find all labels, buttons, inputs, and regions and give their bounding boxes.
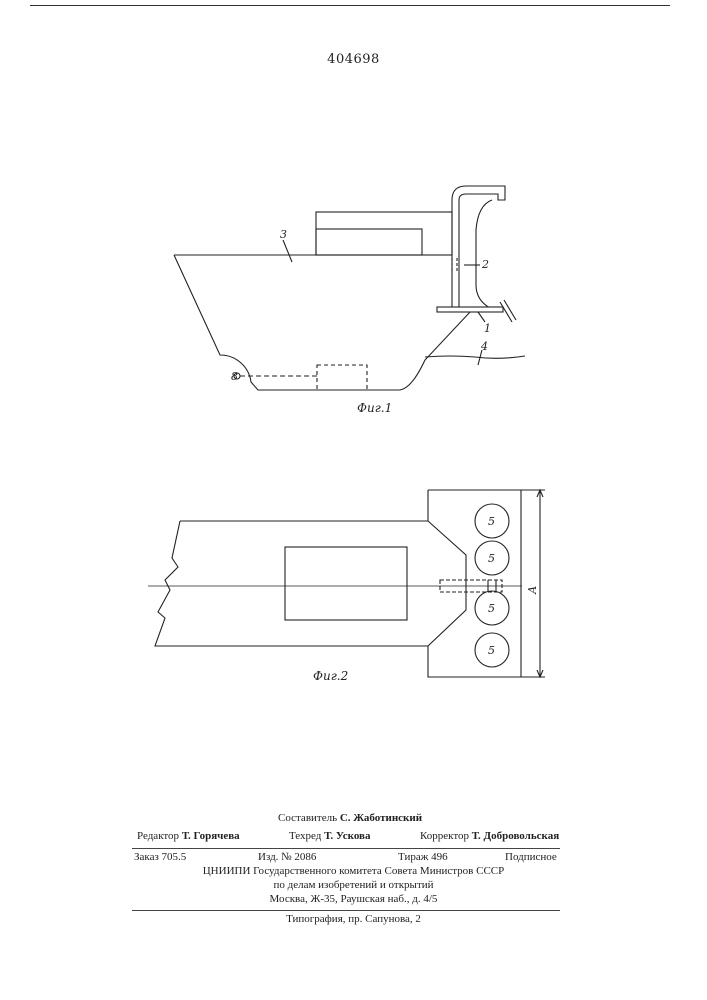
leader-1	[478, 312, 485, 322]
label-4: 4	[480, 340, 488, 353]
circulation: Тираж 496	[398, 851, 448, 863]
leader-3	[283, 240, 292, 262]
edition-number: Изд. № 2086	[258, 851, 316, 863]
deckhouse-lower	[316, 229, 422, 255]
figure-2	[148, 490, 545, 677]
waterline	[425, 356, 525, 358]
figure-2-caption: Фиг.2	[313, 669, 348, 683]
bow-post	[452, 186, 505, 312]
editor-label: Редактор	[137, 830, 179, 842]
printer-line: Типография, пр. Сапунова, 2	[0, 913, 707, 925]
org-line-3: Москва, Ж-35, Раушская наб., д. 4/5	[0, 893, 707, 905]
dimension-line	[521, 490, 545, 677]
techred-label: Техред	[289, 830, 321, 842]
dimension-a-label: А	[526, 586, 539, 595]
dashed-tank	[317, 365, 367, 390]
subscription: Подписное	[505, 851, 557, 863]
hull-plan	[155, 521, 466, 646]
bow-curve	[476, 200, 492, 308]
compiler-line: Составитель С. Жаботинский	[278, 812, 422, 824]
imprint-rule-top	[132, 848, 560, 849]
org-line-1: ЦНИИПИ Государственного комитета Совета …	[0, 865, 707, 877]
hull-outline	[174, 255, 500, 390]
figure-1-caption: Фиг.1	[357, 401, 392, 415]
corrector-name: Т. Добровольская	[472, 830, 559, 842]
compiler-label: Составитель	[278, 812, 337, 824]
order-number: Заказ 705.5	[134, 851, 186, 863]
label-5-b: 5	[488, 552, 495, 565]
label-2: 2	[481, 258, 489, 271]
label-8: 8	[231, 370, 238, 383]
label-5-a: 5	[488, 515, 495, 528]
org-line-2: по делам изобретений и открытий	[0, 879, 707, 891]
techred-line: Техред Т. Ускова	[289, 830, 371, 842]
section-dashes	[452, 258, 457, 272]
corrector-line: Корректор Т. Добровольская	[420, 830, 559, 842]
deck-opening	[285, 547, 407, 620]
label-5-c: 5	[488, 602, 495, 615]
corrector-label: Корректор	[420, 830, 469, 842]
deckhouse-upper	[316, 212, 452, 255]
editor-line: Редактор Т. Горячева	[137, 830, 240, 842]
label-3: 3	[280, 228, 287, 241]
techred-name: Т. Ускова	[324, 830, 370, 842]
platform-plate	[437, 307, 503, 312]
label-1: 1	[484, 322, 491, 335]
imprint-rule-bottom	[132, 910, 560, 911]
figure-1	[174, 186, 525, 390]
label-5-d: 5	[488, 644, 495, 657]
editor-name: Т. Горячева	[182, 830, 240, 842]
compiler-name: С. Жаботинский	[340, 812, 422, 824]
